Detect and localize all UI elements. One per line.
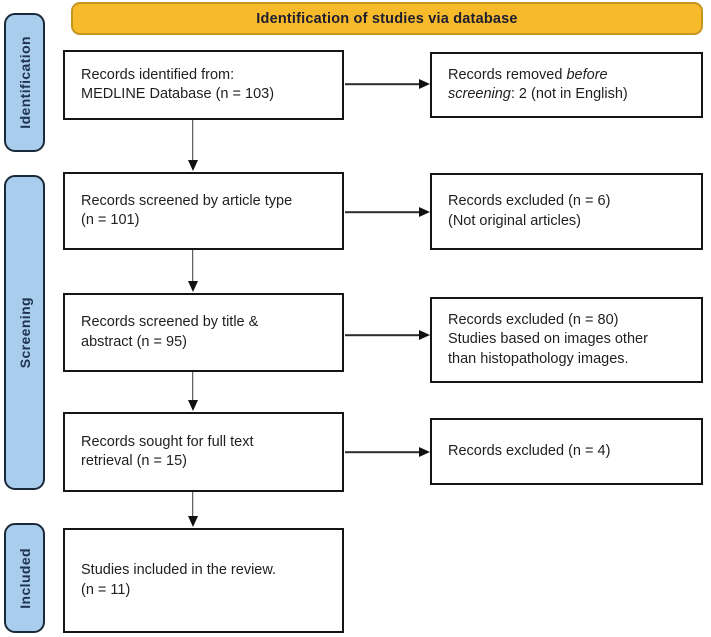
box-records-identified-text: Records identified from: MEDLINE Databas… — [81, 66, 275, 102]
box-sought-full-text-text: Records sought for full text retrieval (… — [81, 433, 254, 469]
removed-text-italic: before screening — [448, 66, 608, 102]
arrow-down-2 — [186, 250, 199, 292]
arrow-shaft — [191, 120, 194, 161]
stage-label-included-text: Included — [16, 547, 33, 609]
arrow-head-icon — [187, 516, 198, 527]
arrow-shaft — [345, 83, 420, 85]
box-excluded-full-text: Records excluded (n = 4) — [430, 418, 703, 485]
stage-label-screening: Screening — [4, 175, 45, 490]
arrow-down-1 — [186, 120, 199, 171]
removed-text-pre: Records removed — [448, 66, 567, 83]
box-excluded-not-original-text: Records excluded (n = 6) (Not original a… — [448, 193, 611, 229]
arrow-head-icon — [419, 79, 430, 89]
stage-label-included: Included — [4, 523, 45, 633]
box-removed-before-screening: Records removed before screening: 2 (not… — [430, 52, 703, 118]
removed-text-post: : 2 (not in English) — [510, 86, 628, 102]
arrow-down-4 — [186, 492, 199, 527]
arrow-right-row4 — [345, 445, 430, 459]
banner-identification-via-database: Identification of studies via database — [71, 2, 703, 35]
box-excluded-non-histopathology: Records excluded (n = 80) Studies based … — [430, 297, 703, 383]
box-excluded-full-text-text: Records excluded (n = 4) — [448, 442, 611, 459]
box-screened-article-type-text: Records screened by article type (n = 10… — [81, 192, 293, 228]
arrow-shaft — [191, 372, 194, 401]
box-sought-full-text: Records sought for full text retrieval (… — [63, 412, 344, 492]
box-excluded-non-histopathology-text: Records excluded (n = 80) Studies based … — [448, 312, 648, 367]
box-removed-before-screening-text: Records removed before screening: 2 (not… — [432, 66, 640, 104]
box-screened-article-type: Records screened by article type (n = 10… — [63, 172, 344, 250]
arrow-shaft — [191, 250, 194, 282]
arrow-head-icon — [419, 447, 430, 457]
arrow-shaft — [345, 451, 420, 453]
arrow-head-icon — [187, 281, 198, 292]
arrow-shaft — [345, 334, 420, 336]
banner-title: Identification of studies via database — [256, 10, 518, 27]
box-records-identified: Records identified from: MEDLINE Databas… — [63, 50, 344, 120]
box-screened-title-abstract-text: Records screened by title & abstract (n … — [81, 314, 259, 350]
arrow-head-icon — [187, 400, 198, 411]
arrow-down-3 — [186, 372, 199, 411]
box-studies-included-text: Studies included in the review. (n = 11) — [81, 562, 277, 598]
box-studies-included: Studies included in the review. (n = 11) — [63, 528, 344, 633]
arrow-head-icon — [419, 330, 430, 340]
stage-label-identification-text: Identification — [16, 36, 33, 129]
arrow-head-icon — [187, 160, 198, 171]
stage-label-screening-text: Screening — [16, 296, 33, 369]
arrow-shaft — [191, 492, 194, 517]
box-screened-title-abstract: Records screened by title & abstract (n … — [63, 293, 344, 372]
stage-label-identification: Identification — [4, 13, 45, 152]
arrow-right-row2 — [345, 205, 430, 219]
arrow-right-row3 — [345, 328, 430, 342]
arrow-head-icon — [419, 207, 430, 217]
box-excluded-not-original: Records excluded (n = 6) (Not original a… — [430, 173, 703, 250]
arrow-right-row1 — [345, 77, 430, 91]
arrow-shaft — [345, 211, 420, 213]
